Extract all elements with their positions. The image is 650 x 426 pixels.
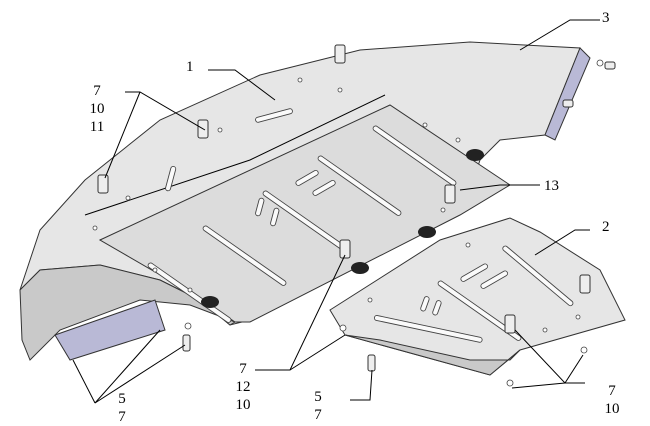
mounting-holes [92,59,604,387]
callout-middle-bolt: 5 7 [310,388,326,424]
rubber-plugs [201,149,484,308]
front-plate-2-edge [344,334,521,376]
callout-num: 7 [118,409,126,425]
callout-bottom-right: 7 10 [600,382,624,418]
rear-bracket-3 [544,47,591,141]
callout-num: 7 [314,407,322,423]
callout-num: 11 [89,119,105,135]
callout-bottom-left: 5 7 [114,390,130,426]
callout-num: 7 [239,361,247,377]
bolts [97,44,616,372]
callout-num: 5 [314,389,322,405]
callout-num: 10 [235,397,251,413]
callout-num: 7 [608,383,616,399]
callout-middle: 7 12 10 [232,360,254,414]
side-bracket-left [54,299,166,361]
callout-num: 7 [93,83,101,99]
part-label-2: 2 [602,219,610,235]
part-label-3: 3 [602,10,610,26]
callout-num: 5 [118,391,126,407]
plate-ridge-line [84,94,386,216]
leader-lines [72,19,600,404]
part-label-1: 1 [186,59,194,75]
callout-top-left: 7 10 11 [86,82,108,136]
callout-num: 10 [89,101,105,117]
callout-num: 10 [604,401,620,417]
callout-num: 12 [235,379,251,395]
part-label-13: 13 [544,178,559,194]
